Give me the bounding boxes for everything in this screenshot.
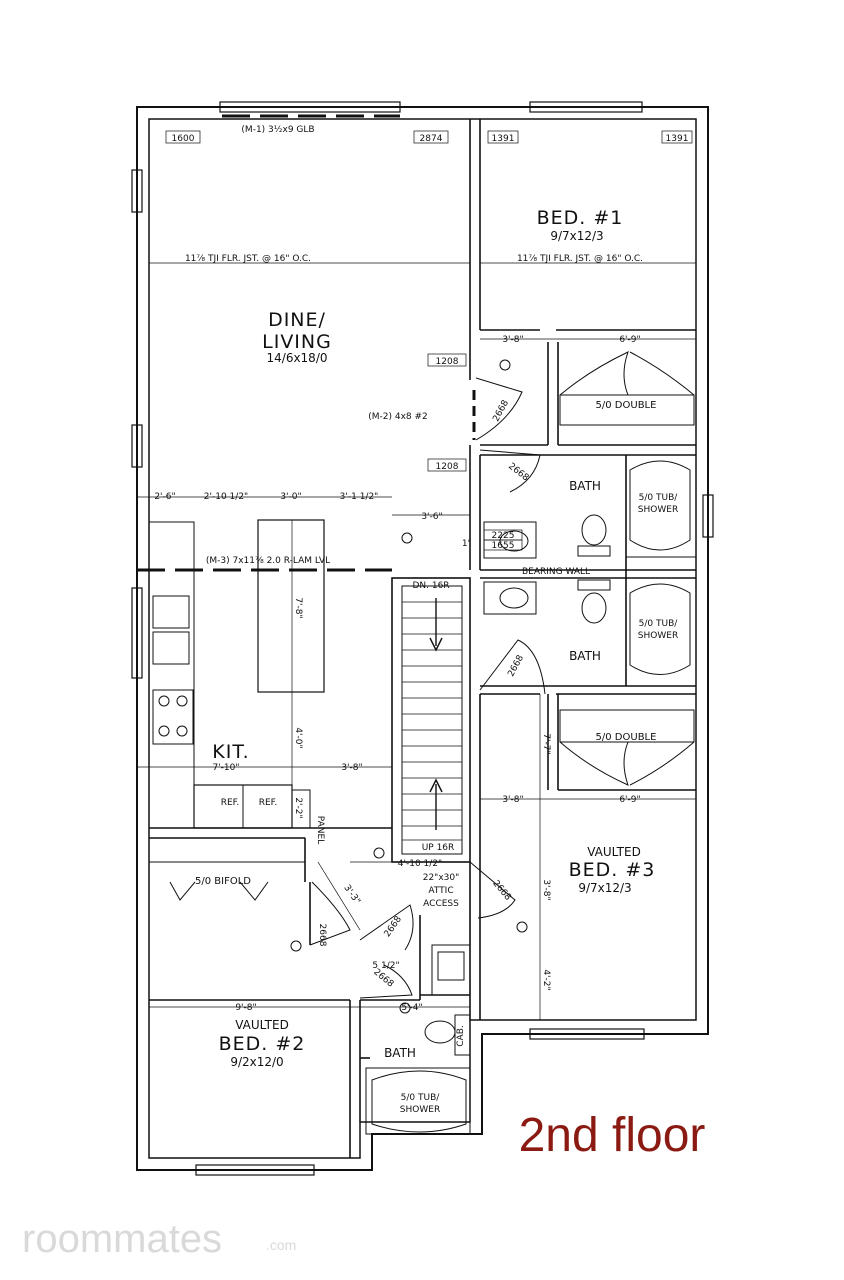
window-tag-2225: 2225 bbox=[492, 531, 515, 541]
door-swings bbox=[309, 377, 546, 999]
kitchen-fixtures bbox=[148, 519, 325, 829]
interior-walls bbox=[149, 119, 696, 1158]
bath-middle-label: BATH bbox=[569, 649, 601, 663]
dim-3-8-top: 3'-8" bbox=[502, 335, 523, 345]
dim-1: 1' bbox=[462, 539, 470, 549]
dim-6-9-mid: 6'-9" bbox=[619, 795, 640, 805]
double-closet-1-label: 5/0 DOUBLE bbox=[596, 400, 657, 411]
dine-living-label-line1: DINE/ bbox=[268, 309, 326, 331]
dim-3-8-vertical: 3'-8" bbox=[541, 879, 551, 900]
window-tag-texts: 1600 2874 1391 1391 1208 1208 2225 1655 bbox=[172, 134, 689, 551]
panel-label: PANEL bbox=[315, 816, 325, 844]
dim-6-9-top: 6'-9" bbox=[619, 335, 640, 345]
attic-size-label: 22"x30" bbox=[423, 873, 460, 883]
window-tag-1391-b: 1391 bbox=[666, 134, 689, 144]
window-tags bbox=[165, 130, 693, 551]
dim-7-10: 7'-10" bbox=[212, 763, 239, 773]
window-tag-1208-b: 1208 bbox=[436, 462, 459, 472]
dim-4-2: 4'-2" bbox=[541, 969, 551, 990]
dim-3-1: 3'-1 1/2" bbox=[340, 492, 379, 502]
dim-3-3: 3'-3" bbox=[341, 883, 361, 906]
dim-5-4: 5'-4" bbox=[401, 1003, 422, 1013]
cabinet-label: CAB. bbox=[456, 1025, 466, 1046]
attic-access-label: ACCESS bbox=[423, 899, 459, 909]
window-tag-1600: 1600 bbox=[172, 134, 195, 144]
bed1-label: BED. #1 bbox=[537, 207, 624, 229]
window-tag-1208-a: 1208 bbox=[436, 357, 459, 367]
dim-3-8-mid: 3'-8" bbox=[502, 795, 523, 805]
dine-living-dims: 14/6x18/0 bbox=[267, 351, 328, 365]
refrigerator-1-label: REF. bbox=[221, 798, 240, 808]
dim-2-2: 2'-2" bbox=[293, 797, 303, 818]
fixture-labels: 5/0 DOUBLE 5/0 DOUBLE 5/0 BIFOLD 5/0 TUB… bbox=[195, 400, 678, 1115]
beam-lines bbox=[137, 114, 696, 572]
stair-up-label: UP 16R bbox=[422, 843, 455, 853]
bath-upper-label: BATH bbox=[569, 479, 601, 493]
watermark-brand: roommates bbox=[22, 1217, 222, 1261]
room-labels: DINE/ LIVING 14/6x18/0 BED. #1 9/7x12/3 … bbox=[212, 207, 656, 1069]
bifold-label: 5/0 BIFOLD bbox=[195, 876, 251, 887]
door-tag: 2668 bbox=[490, 879, 513, 903]
dine-living-label-line2: LIVING bbox=[262, 331, 332, 353]
dim-2-10: 2'-10 1/2" bbox=[204, 492, 248, 502]
dim-3-0: 3'-0" bbox=[280, 492, 301, 502]
dim-3-8-kitchen: 3'-8" bbox=[341, 763, 362, 773]
dimension-labels: 2'-6" 2'-10 1/2" 3'-0" 3'-1 1/2" 3'-6" 1… bbox=[154, 335, 640, 1013]
tub-middle-label-1: 5/0 TUB/ bbox=[639, 619, 679, 629]
bed3-dims: 9/7x12/3 bbox=[578, 881, 631, 895]
bed3-label: BED. #3 bbox=[569, 859, 656, 881]
bearing-wall-label: BEARING WALL bbox=[522, 567, 590, 577]
double-closet-2-label: 5/0 DOUBLE bbox=[596, 732, 657, 743]
windows bbox=[131, 101, 714, 1176]
tub-lower-label-1: 5/0 TUB/ bbox=[401, 1093, 441, 1103]
bed2-vaulted-note: VAULTED bbox=[235, 1018, 289, 1032]
door-tag: 2668 bbox=[506, 653, 526, 678]
bath-lower-label: BATH bbox=[384, 1046, 416, 1060]
dim-4-0: 4'-0" bbox=[293, 727, 303, 748]
bath-fixtures bbox=[365, 454, 697, 1135]
beam-m2-label: (M-2) 4x8 #2 bbox=[368, 412, 428, 422]
dim-4-10: 4'-10 1/2" bbox=[398, 859, 442, 869]
bed2-dims: 9/2x12/0 bbox=[230, 1055, 283, 1069]
door-tag: 2668 bbox=[317, 924, 327, 947]
bed3-vaulted-note: VAULTED bbox=[587, 845, 641, 859]
joist-left-label: 11⅞ TJI FLR. JST. @ 16" O.C. bbox=[185, 254, 311, 264]
window-tag-1655: 1655 bbox=[492, 541, 515, 551]
dim-7-7: 7'-7" bbox=[541, 733, 551, 754]
beam-m3-label: (M-3) 7x11⅞ 2.0 R-LAM LVL bbox=[206, 556, 330, 566]
kitchen-label: KIT. bbox=[212, 741, 249, 763]
dim-9-8: 9'-8" bbox=[235, 1003, 256, 1013]
dim-2-6: 2'-6" bbox=[154, 492, 175, 502]
door-tag: 2668 bbox=[491, 398, 511, 423]
tub-upper-label-2: SHOWER bbox=[638, 505, 678, 515]
stair-down-label: DN. 16R bbox=[412, 581, 449, 591]
refrigerator-2-label: REF. bbox=[259, 798, 278, 808]
window-tag-2874: 2874 bbox=[420, 134, 443, 144]
beam-labels: (M-1) 3½x9 GLB (M-2) 4x8 #2 (M-3) 7x11⅞ … bbox=[185, 125, 643, 566]
dim-3-6: 3'-6" bbox=[421, 512, 442, 522]
dimension-lines bbox=[137, 338, 696, 1020]
bed2-label: BED. #2 bbox=[219, 1033, 306, 1055]
dim-5-half: 5 1/2" bbox=[372, 961, 399, 971]
beam-m1-label: (M-1) 3½x9 GLB bbox=[241, 125, 314, 135]
ceiling-lights bbox=[290, 359, 528, 1014]
tub-middle-label-2: SHOWER bbox=[638, 631, 678, 641]
dim-7-8: 7'-8" bbox=[293, 597, 303, 618]
window-tag-1391-a: 1391 bbox=[492, 134, 515, 144]
stair-treads bbox=[402, 598, 462, 841]
floor-title: 2nd floor bbox=[519, 1109, 706, 1162]
tub-lower-label-2: SHOWER bbox=[400, 1105, 440, 1115]
watermark-suffix: .com bbox=[266, 1237, 296, 1253]
tub-upper-label-1: 5/0 TUB/ bbox=[639, 493, 679, 503]
door-tag: 2668 bbox=[383, 914, 404, 939]
bed1-dims: 9/7x12/3 bbox=[550, 229, 603, 243]
attic-label: ATTIC bbox=[428, 886, 453, 896]
joist-right-label: 11⅞ TJI FLR. JST. @ 16" O.C. bbox=[517, 254, 643, 264]
closet-doors bbox=[148, 351, 695, 901]
